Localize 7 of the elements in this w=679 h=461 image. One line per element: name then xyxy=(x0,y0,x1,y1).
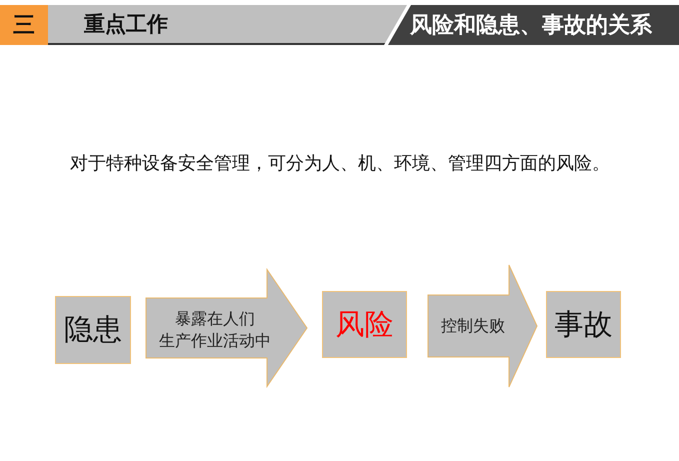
process-box: 事故 xyxy=(546,291,621,358)
section-number-box: 三 xyxy=(0,5,48,45)
section-bar: 重点工作 xyxy=(48,5,407,45)
process-box: 风险 xyxy=(322,291,407,358)
intro-text: 对于特种设备安全管理，可分为人、机、环境、管理四方面的风险。 xyxy=(69,152,611,176)
process-box: 隐患 xyxy=(55,296,131,364)
slide-title: 风险和隐患、事故的关系 xyxy=(388,5,679,45)
